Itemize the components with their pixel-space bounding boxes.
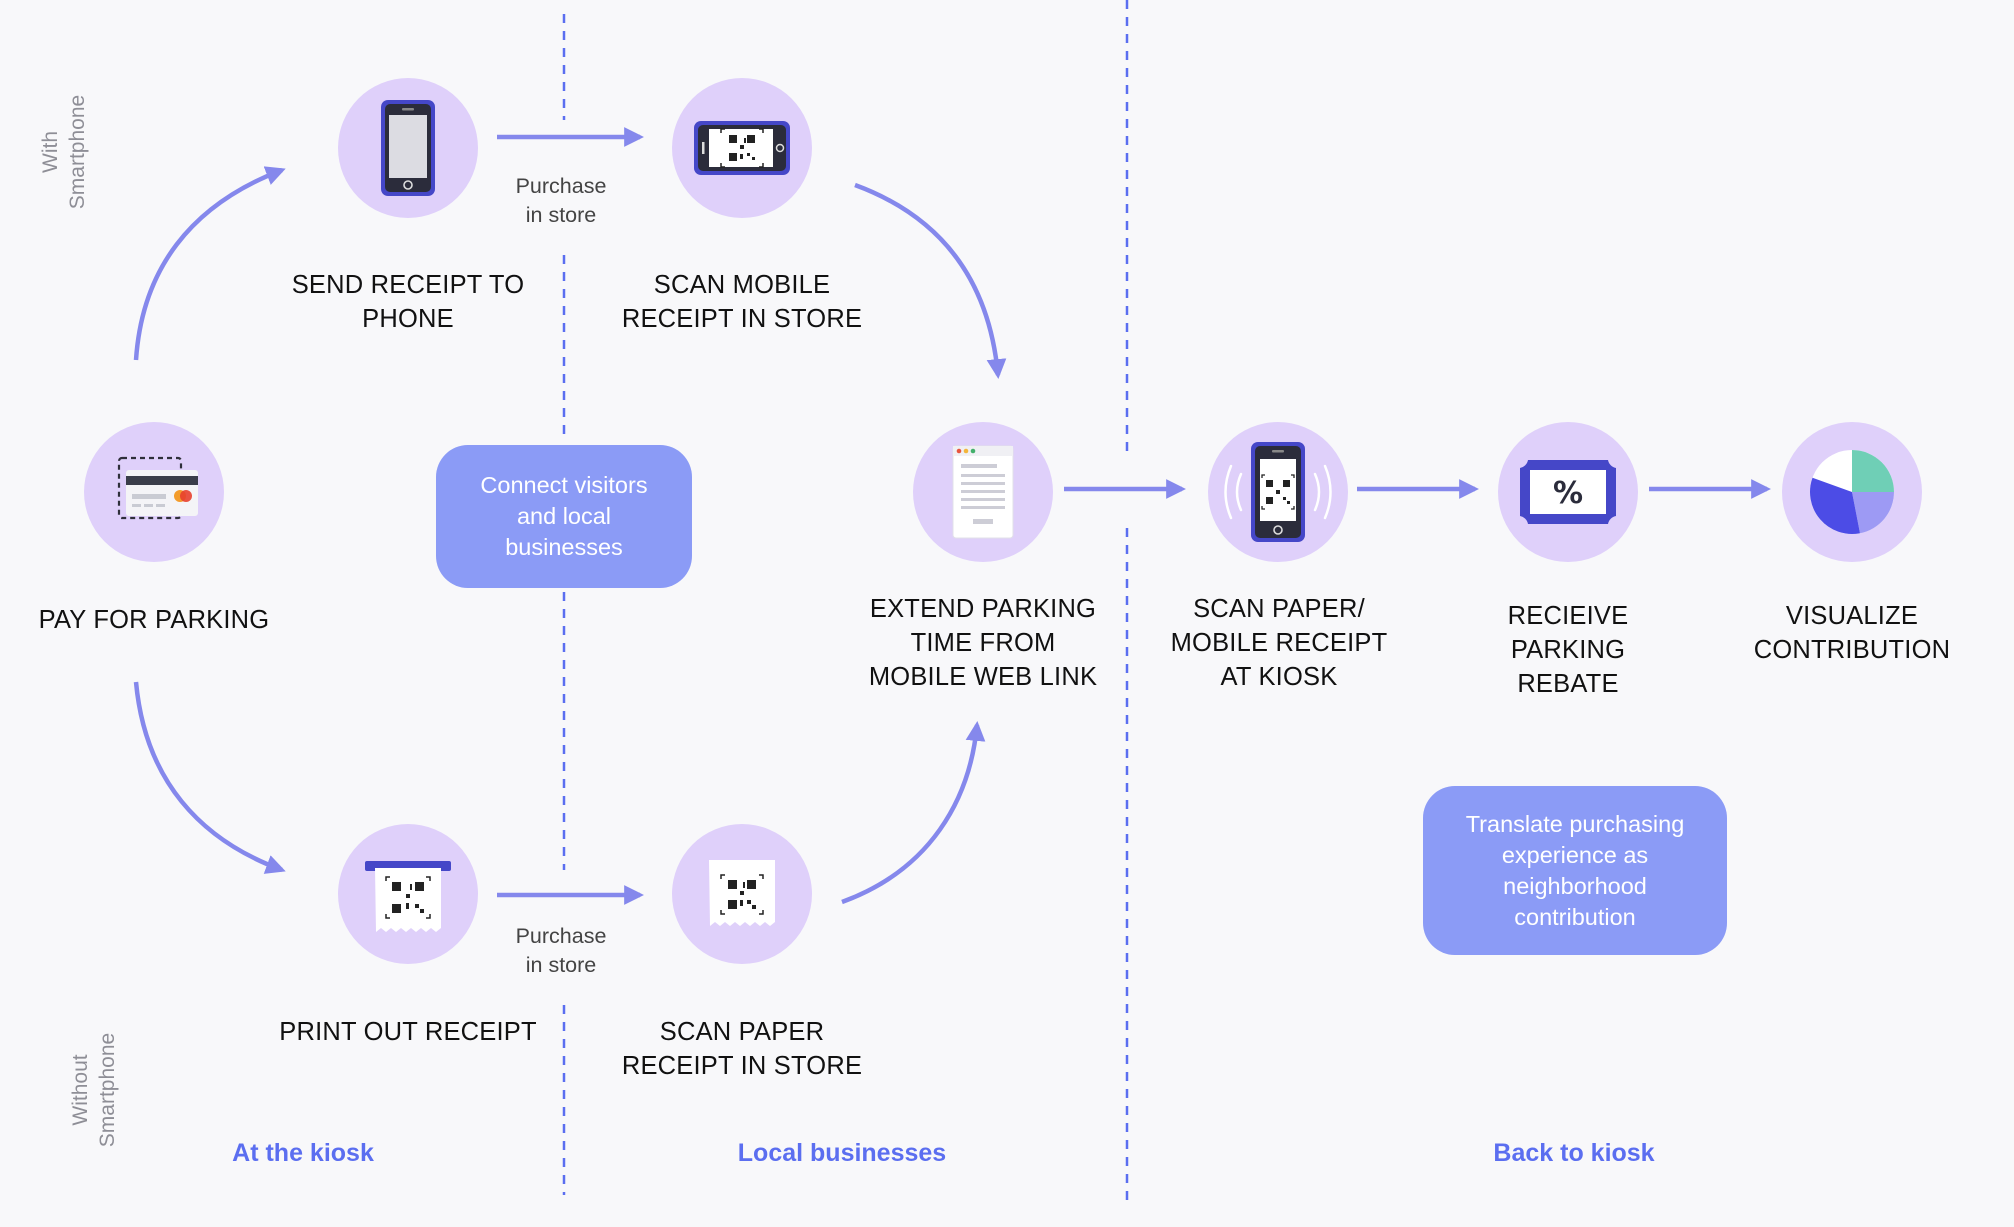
section-label-at-the-kiosk: At the kiosk <box>232 1139 374 1167</box>
node-label-scan-mobile-receipt: SCAN MOBILE RECEIPT IN STORE <box>621 271 863 333</box>
flow-note-purchase-bottom: Purchase in store <box>515 924 607 977</box>
svg-text:%: % <box>1553 476 1583 511</box>
node-label-receive-rebate: RECIEIVE PARKING REBATE <box>1507 602 1629 698</box>
side-label-without-smartphone: Without Smartphone <box>69 1032 119 1148</box>
pie-chart-icon <box>1810 450 1894 534</box>
flow-note-purchase-top: Purchase in store <box>515 174 607 227</box>
paper-receipt-qr-icon <box>709 860 775 926</box>
node-label-extend-parking: EXTEND PARKING TIME FROM MOBILE WEB LINK <box>868 595 1098 691</box>
arrow-pay-to-print <box>133 681 286 874</box>
node-label-visualize-contribution: VISUALIZE CONTRIBUTION <box>1753 602 1951 664</box>
node-label-scan-paper-receipt: SCAN PAPER RECEIPT IN STORE <box>621 1018 863 1080</box>
callout-translate-purchasing: Translate purchasing experience as neigh… <box>1423 786 1727 955</box>
node-label-print-receipt: PRINT OUT RECEIPT <box>279 1018 537 1046</box>
credit-card-icon <box>117 456 198 520</box>
section-label-back-to-kiosk: Back to kiosk <box>1493 1139 1655 1167</box>
phone-scan-qr-icon <box>1224 442 1332 542</box>
rebate-ticket-icon: % <box>1520 460 1616 524</box>
node-label-send-receipt: SEND RECEIPT TO PHONE <box>291 271 525 333</box>
node-label-scan-at-kiosk: SCAN PAPER/ MOBILE RECEIPT AT KIOSK <box>1170 595 1388 691</box>
arrow-scan-mobile-to-extend <box>854 182 1007 379</box>
node-label-pay-for-parking: PAY FOR PARKING <box>38 606 270 634</box>
section-label-local-businesses: Local businesses <box>737 1139 947 1167</box>
smartphone-icon <box>381 100 435 196</box>
printed-receipt-qr-icon <box>365 861 451 932</box>
side-label-with-smartphone: With Smartphone <box>39 94 89 210</box>
section-dividers <box>562 0 1129 1208</box>
landscape-phone-qr-icon <box>694 121 790 175</box>
callout-connect-visitors: Connect visitors and local businesses <box>436 445 692 588</box>
flow-arrows <box>133 127 1771 905</box>
web-page-icon <box>952 445 1014 539</box>
arrow-scan-paper-to-extend <box>841 721 986 905</box>
arrow-pay-to-send <box>133 166 286 361</box>
